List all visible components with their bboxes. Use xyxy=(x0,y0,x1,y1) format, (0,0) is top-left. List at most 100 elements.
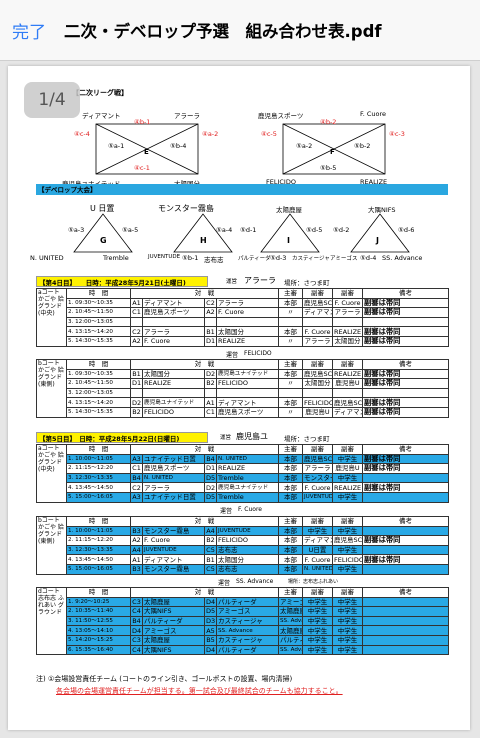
team-id: C4 xyxy=(130,644,143,656)
remarks: 副審は帯同 xyxy=(362,397,449,408)
done-button[interactable]: 完了 xyxy=(12,23,46,43)
team-id: B3 xyxy=(130,563,143,575)
remarks: 副審は帯同 xyxy=(362,297,449,309)
match-code: ⑤d-3 xyxy=(270,254,287,262)
team-label: モンスター霧島 xyxy=(158,204,214,213)
referee: 太陽鹿屋 xyxy=(278,625,303,636)
home-team: アラーラ xyxy=(142,326,205,337)
assistant-referee: 太陽国分 xyxy=(302,378,333,389)
team-label: パルティーダ xyxy=(238,256,271,262)
team-id: D2 xyxy=(130,397,143,408)
assistant-referee: 中学生 xyxy=(332,491,363,503)
home-team: FELICIDO xyxy=(142,406,205,418)
assistant-referee: F. Cuore xyxy=(332,297,363,309)
referee: 〃 xyxy=(278,307,303,318)
assistant-referee: 中学生 xyxy=(332,525,363,537)
team-id: B4 xyxy=(130,472,143,484)
remarks: 副審は帯同 xyxy=(362,326,449,337)
remarks: 副審は帯同 xyxy=(362,554,449,565)
team-id: D4 xyxy=(204,596,217,608)
match-time: 2. 10:45〜11:50 xyxy=(66,307,131,318)
assistant-referee: 中学生 xyxy=(332,472,363,484)
away-team: REALIZE xyxy=(216,463,279,474)
referee: パルティーダ xyxy=(278,634,303,646)
assistant-referee xyxy=(302,316,333,328)
column-header: 主審 xyxy=(278,516,303,527)
assistant-referee: 中学生 xyxy=(302,606,333,617)
match-time: 4. 13:45〜14:50 xyxy=(66,482,131,493)
home-team: REALIZE xyxy=(142,378,205,389)
match-code: ⑤a-2 xyxy=(296,142,313,150)
away-team: ディアマント xyxy=(216,397,279,408)
assistant-referee: 中学生 xyxy=(332,644,363,656)
match-code: ④c-3 xyxy=(389,130,405,138)
referee xyxy=(278,316,303,328)
court-label: aコート かごや 姶グランド(中央) xyxy=(36,444,67,503)
match-code: ⑤d-4 xyxy=(360,254,377,262)
team-id: A1 xyxy=(130,297,143,309)
home-team xyxy=(142,316,205,328)
home-team: アラーラ xyxy=(142,482,205,493)
referee: アミーゴス xyxy=(278,596,303,608)
referee: 本部 xyxy=(278,453,303,465)
team-id: C1 xyxy=(130,307,143,318)
column-header: 時 間 xyxy=(66,444,131,455)
remarks xyxy=(362,563,449,575)
team-label: 志布志 xyxy=(204,256,224,264)
away-team: FELICIDO xyxy=(216,378,279,389)
assistant-referee: FELICIDO xyxy=(332,554,363,565)
remarks: 副審は帯同 xyxy=(362,482,449,493)
match-time: 2. 11:15〜12:20 xyxy=(66,463,131,474)
referee: 本部 xyxy=(278,544,303,556)
assistant-referee: 鹿児島SC xyxy=(302,368,333,380)
referee: 本部 xyxy=(278,326,303,337)
assistant-referee: アラーラ xyxy=(302,463,333,474)
match-time: 4. 13:05〜14:10 xyxy=(66,625,131,636)
referee: 本部 xyxy=(278,563,303,575)
assistant-referee: 中学生 xyxy=(332,606,363,617)
table-row: 1. 9:20〜10:25C3太陽鹿屋D4パルティーダアミーゴス中学生中学生 xyxy=(37,596,449,608)
team-label: JUVENTUDE xyxy=(148,254,181,260)
home-team: 鹿児島スポーツ xyxy=(142,307,205,318)
assistant-referee: 鹿児島U xyxy=(332,378,363,389)
assistant-referee: 中学生 xyxy=(302,596,333,608)
note-line: 各会場の会場運営責任チームが担当する。第一試合及び最終試合のチームも協力すること… xyxy=(56,687,343,695)
team-id: D4 xyxy=(130,625,143,636)
away-team: パルティーダ xyxy=(216,596,279,608)
group-letter: J xyxy=(376,236,379,245)
team-id: D4 xyxy=(204,644,217,656)
home-team: モンスター霧島 xyxy=(142,525,205,537)
pdf-page[interactable]: 【二次リーグ戦】 ディアマント アラーラ ④b-1 ④c-4 ④a-2 ⑤a-1… xyxy=(8,66,470,730)
away-team: F. Cuore xyxy=(216,307,279,318)
note-line: 注) ①会場設営責任チーム (コートのライン引き、ゴールポストの設置、場内清掃) xyxy=(36,675,293,683)
assistant-referee: F. Cuore xyxy=(302,482,333,493)
match-time: 1. 09:30〜10:35 xyxy=(66,297,131,309)
column-header: 副審 xyxy=(332,288,363,299)
team-id: B1 xyxy=(204,326,217,337)
place-label: 場所：志布志ふれあい xyxy=(288,579,339,585)
remarks xyxy=(362,596,449,608)
away-team: FELICIDO xyxy=(216,535,279,546)
team-id: B1 xyxy=(204,554,217,565)
match-code: ⑤b-4 xyxy=(170,142,187,150)
column-header: 副審 xyxy=(302,288,333,299)
team-id: A1 xyxy=(130,554,143,565)
assistant-referee: アラーラ xyxy=(332,307,363,318)
match-code: ⑤d-5 xyxy=(306,226,323,234)
remarks xyxy=(362,544,449,556)
venue-tag: 運営 xyxy=(226,279,238,285)
column-header: 対 戦 xyxy=(130,587,279,598)
team-id xyxy=(204,387,217,399)
team-label: 鹿児島スポーツ xyxy=(258,112,304,120)
remarks xyxy=(362,525,449,537)
team-label: REALIZE xyxy=(360,178,388,186)
team-id: A2 xyxy=(204,307,217,318)
venue-tag: 運営 xyxy=(218,580,231,587)
team-id: A5 xyxy=(204,625,217,636)
team-id xyxy=(130,316,143,328)
match-time: 5. 14:30〜15:35 xyxy=(66,406,131,418)
venue-label: F. Cuore xyxy=(238,506,262,513)
assistant-referee: N. UNITED xyxy=(302,563,333,575)
assistant-referee: 中学生 xyxy=(332,453,363,465)
